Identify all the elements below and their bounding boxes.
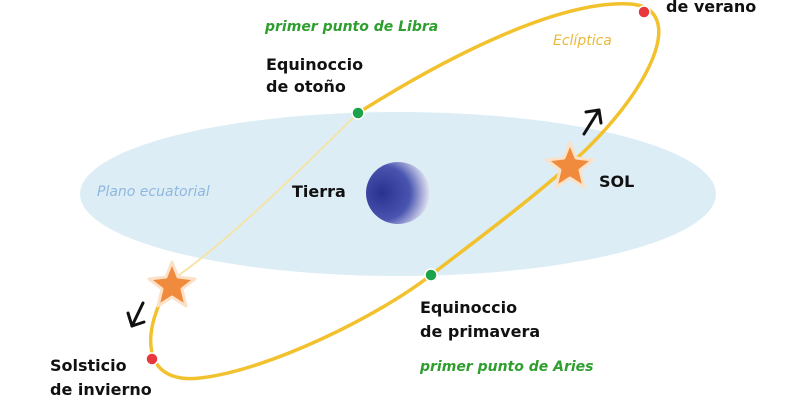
autumn-equinox-label-line2: de otoño: [266, 77, 346, 96]
summer-solstice-label: de verano: [666, 0, 757, 16]
sun-label: SOL: [599, 172, 635, 191]
libra-label: primer punto de Libra: [265, 19, 439, 35]
sun-star-winter-icon: [147, 260, 197, 308]
spring-equinox-label-line1: Equinoccio: [420, 298, 518, 317]
ecliptic-orbit: [148, 2, 661, 381]
summer-solstice-point: [637, 5, 651, 19]
sun-star-icon: [545, 141, 595, 189]
winter-solstice-label-line2: de invierno: [50, 380, 152, 399]
ecliptic-hidden-segment: [171, 112, 359, 281]
aries-label: primer punto de Aries: [420, 359, 594, 375]
equatorial-plane-label: Plano ecuatorial: [97, 184, 210, 200]
winter-solstice-point: [145, 352, 159, 366]
arrow-down-left-icon: [126, 301, 146, 328]
winter-solstice-label-line1: Solsticio: [50, 356, 127, 375]
arrow-up-right-icon: [582, 108, 603, 136]
earth-globe: [366, 162, 430, 224]
ecliptic-label: Eclíptica: [553, 33, 612, 49]
earth-label: Tierra: [292, 182, 346, 201]
autumn-equinox-point: [351, 106, 365, 120]
spring-equinox-point: [424, 268, 438, 282]
autumn-equinox-label-line1: Equinoccio: [266, 55, 364, 74]
spring-equinox-label-line2: de primavera: [420, 322, 541, 341]
